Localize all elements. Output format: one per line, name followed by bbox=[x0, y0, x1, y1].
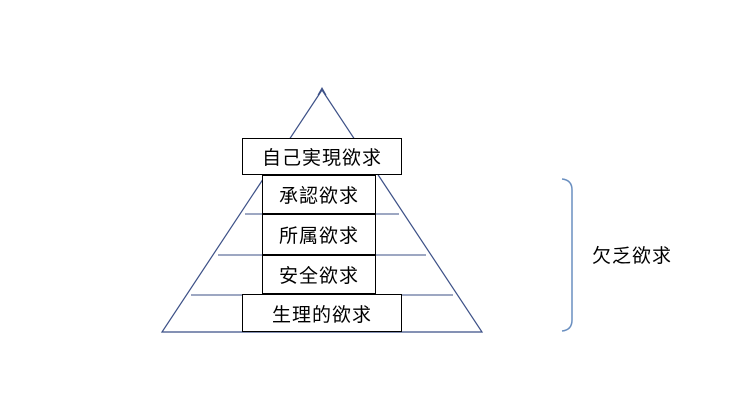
pyramid-level-safety: 安全欲求 bbox=[262, 255, 376, 294]
pyramid-level-self-actualization: 自己実現欲求 bbox=[242, 138, 402, 175]
bracket-brace bbox=[561, 178, 573, 332]
level-label: 所属欲求 bbox=[278, 225, 359, 247]
pyramid-level-belonging: 所属欲求 bbox=[262, 214, 376, 255]
pyramid-level-physiological: 生理的欲求 bbox=[242, 294, 402, 332]
pyramid-outline bbox=[160, 88, 484, 333]
deficiency-needs-label: 欠乏欲求 bbox=[592, 245, 673, 267]
level-label: 生理的欲求 bbox=[271, 303, 372, 326]
level-label: 承認欲求 bbox=[278, 185, 359, 207]
pyramid-inner-stroke bbox=[317, 86, 327, 96]
level-label: 安全欲求 bbox=[278, 265, 359, 287]
level-label: 自己実現欲求 bbox=[261, 147, 382, 169]
pyramid-level-esteem: 承認欲求 bbox=[262, 175, 376, 214]
